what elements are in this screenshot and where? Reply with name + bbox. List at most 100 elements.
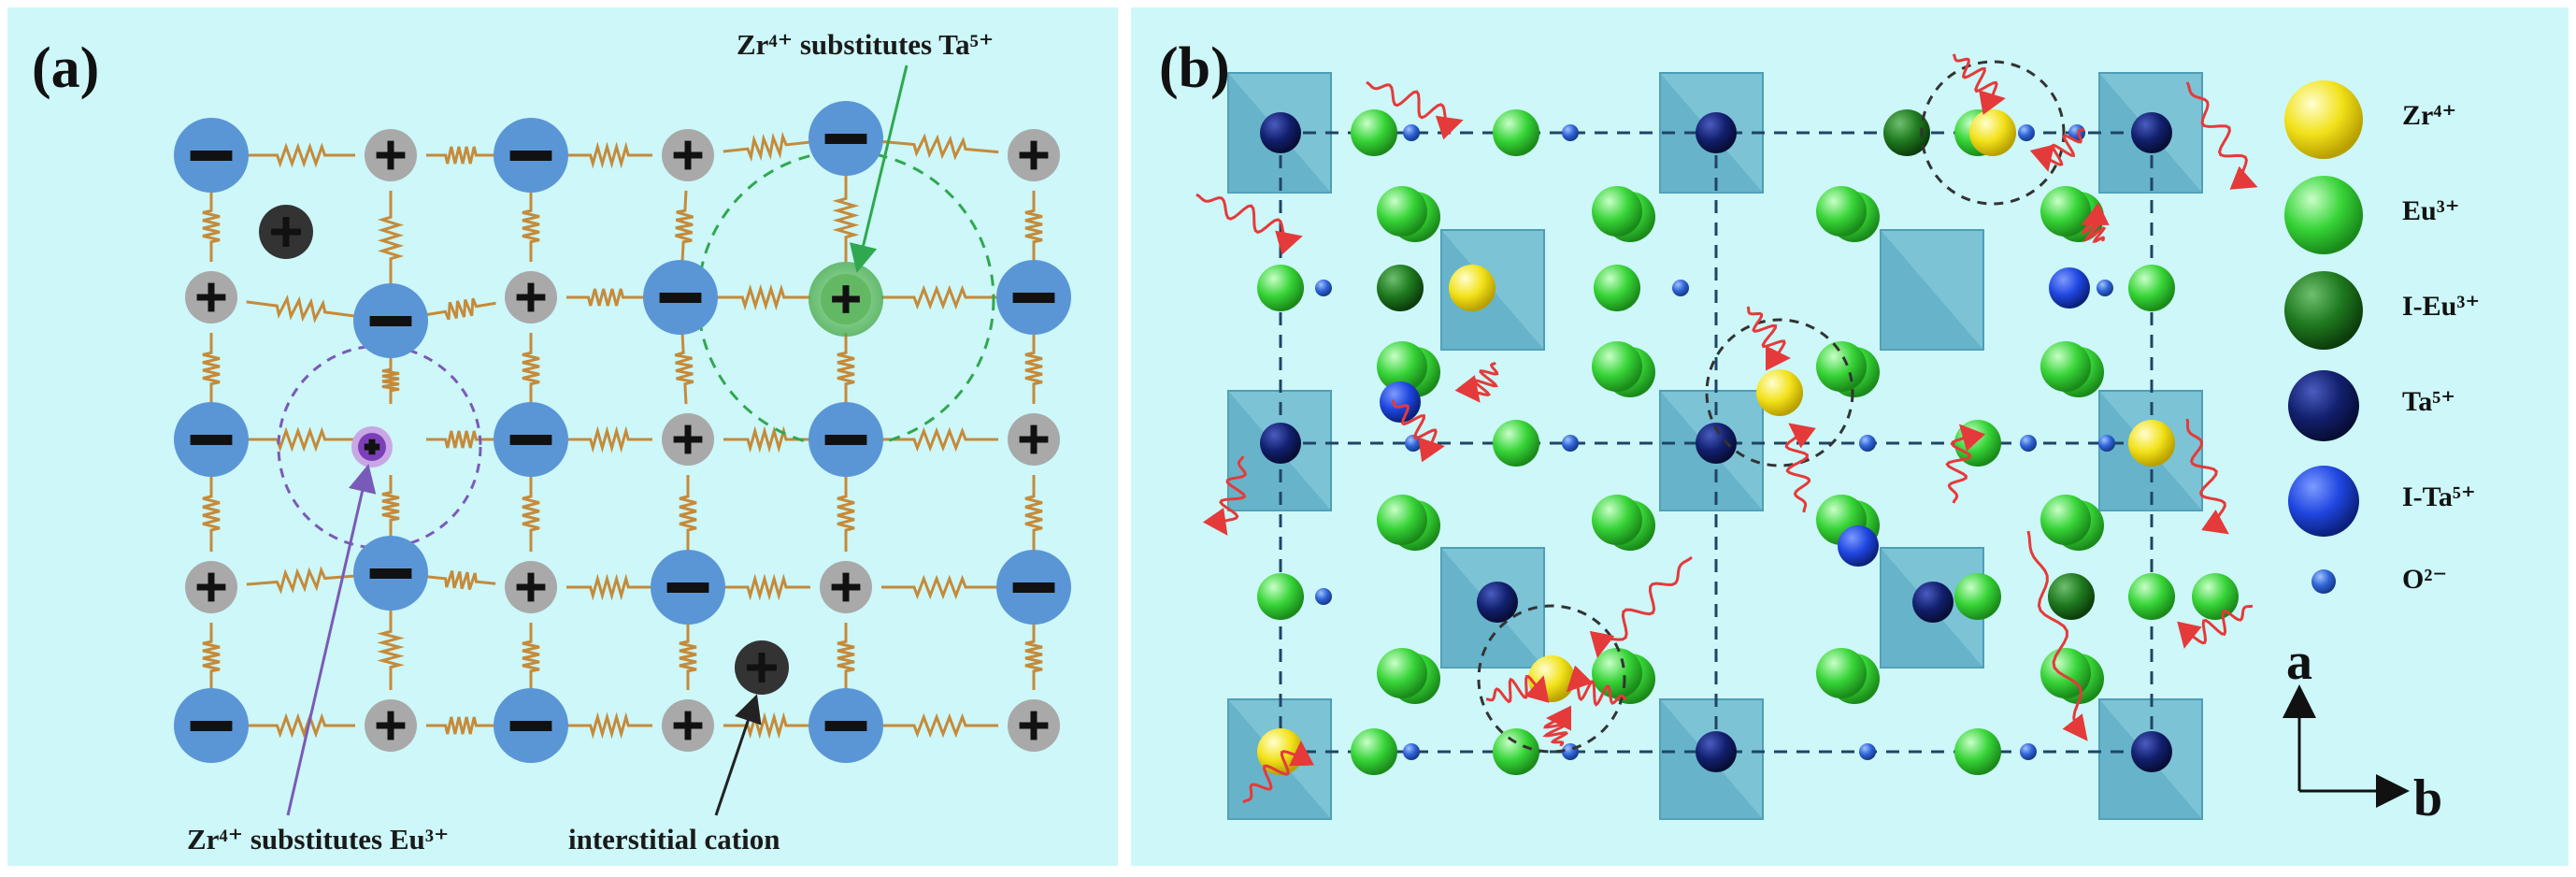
- spring-bond: [426, 716, 495, 735]
- eu-atom: [1594, 265, 1640, 311]
- plus-sign-v: [387, 140, 394, 170]
- plus-sign-v: [758, 653, 766, 683]
- minus-sign: [1012, 582, 1055, 593]
- minus-sign: [824, 435, 867, 445]
- legend-label-eu: Eu³⁺: [2402, 195, 2460, 226]
- plus-sign-v: [387, 711, 394, 740]
- plus-sign-v: [208, 282, 215, 312]
- plus-sign-v: [684, 424, 692, 454]
- eu-atom: [1493, 728, 1539, 775]
- panel-b: (b) Zr⁴⁺ Eu³⁺ I-Eu³⁺ Ta⁵⁺ I-Ta⁵⁺ O²⁻ a b: [1131, 7, 2569, 866]
- plus-sign-v: [208, 572, 215, 602]
- annotation-zr-substitutes-eu: Zr⁴⁺ substitutes Eu³⁺: [187, 823, 450, 855]
- energy-transfer-arrow: [2029, 127, 2085, 172]
- minus-sign: [509, 435, 552, 445]
- spring-bond: [566, 425, 652, 453]
- i-eu-atom: [1377, 265, 1424, 311]
- ta-atom: [1912, 582, 1953, 623]
- ta-atom: [2131, 112, 2172, 153]
- eu-atom: [1592, 341, 1642, 392]
- eu-atom: [2128, 265, 2175, 311]
- zr-highlight-circle: [1920, 60, 2066, 206]
- spring-bond: [202, 623, 221, 690]
- eu-atom: [1377, 648, 1427, 698]
- eu-atom: [1954, 573, 2001, 620]
- spring-bond: [202, 475, 221, 552]
- energy-transfer-arrow: [1945, 424, 1986, 504]
- spring-bond: [425, 297, 496, 321]
- arrow-interstitial: [714, 694, 762, 816]
- plus-sign-v: [1030, 711, 1038, 740]
- energy-transfer-arrow: [2185, 81, 2258, 190]
- spring-bond: [377, 609, 405, 690]
- eu-atom: [2040, 495, 2091, 545]
- ta-atom: [1260, 112, 1301, 153]
- o-atom: [2097, 280, 2113, 296]
- spring-bond: [522, 623, 540, 690]
- i-eu-atom: [2048, 573, 2095, 620]
- o-atom: [2098, 435, 2115, 452]
- plus-sign-v: [684, 711, 692, 740]
- energy-transfer-arrow: [1784, 423, 1816, 513]
- eu-atom: [1493, 109, 1539, 156]
- energy-transfer-arrow: [1542, 705, 1572, 747]
- i-ta-atom: [2049, 267, 2090, 309]
- zr-atom: [1528, 655, 1575, 702]
- spring-bond: [381, 475, 400, 538]
- eu-atom: [1954, 728, 2001, 775]
- arrow-zr-ta: [850, 65, 909, 273]
- o-atom: [1562, 435, 1579, 452]
- eu-atom: [2040, 341, 2091, 392]
- lattice-diagram: [174, 65, 1071, 816]
- energy-transfer-arrow: [2081, 202, 2110, 243]
- plus-sign-v: [842, 572, 850, 602]
- spring-bond: [881, 574, 998, 600]
- ta-atom: [1260, 423, 1301, 464]
- crystal-structure-diagram: [1195, 53, 2410, 820]
- plus-sign-v: [1030, 424, 1038, 454]
- energy-transfer-arrow: [1566, 665, 1627, 707]
- spring-bond: [246, 295, 356, 323]
- spring-bond: [832, 174, 860, 262]
- i-ta-atom: [1838, 525, 1879, 567]
- minus-sign: [369, 568, 412, 579]
- spring-bond: [723, 712, 810, 740]
- spring-bond: [716, 283, 810, 311]
- o-atom: [2018, 124, 2035, 141]
- plus-sign-v: [684, 140, 692, 170]
- eu-atom: [1592, 186, 1642, 237]
- minus-sign: [190, 721, 233, 731]
- eu-atom: [1816, 341, 1867, 392]
- spring-bond: [426, 146, 495, 165]
- arrow-zr-eu: [286, 464, 377, 816]
- plus-sign-v: [368, 438, 376, 455]
- legend-swatch-i-eu: [2284, 271, 2363, 350]
- plus-sign-v: [527, 282, 535, 312]
- minus-sign: [509, 721, 552, 731]
- spring-bond: [837, 475, 855, 552]
- energy-transfer-arrow: [1485, 674, 1550, 704]
- spring-bond: [522, 475, 540, 552]
- energy-transfer-arrow: [1589, 555, 1693, 658]
- spring-bond: [723, 573, 810, 601]
- eu-atom: [1592, 648, 1642, 698]
- spring-bond: [674, 332, 694, 405]
- spring-bond: [246, 566, 356, 595]
- spring-bond: [247, 712, 355, 739]
- eu-atom: [2040, 648, 2091, 698]
- o-atom: [1315, 280, 1332, 296]
- minus-sign: [824, 721, 867, 731]
- energy-transfer-arrow: [1952, 53, 2006, 115]
- i-eu-atom: [1883, 109, 1930, 156]
- spring-bond: [675, 190, 694, 263]
- spring-bond: [377, 191, 405, 285]
- legend-swatch-ta: [2288, 370, 2359, 441]
- eu-atom: [1377, 495, 1427, 545]
- legend-swatch-eu: [2284, 176, 2363, 254]
- plus-sign-v: [527, 572, 535, 602]
- ta-atom: [1477, 582, 1518, 623]
- energy-transfer-arrow: [1391, 399, 1445, 463]
- panel-a-label: (a): [32, 36, 100, 100]
- legend-label-o: O²⁻: [2402, 564, 2448, 595]
- spring-bond: [202, 333, 221, 404]
